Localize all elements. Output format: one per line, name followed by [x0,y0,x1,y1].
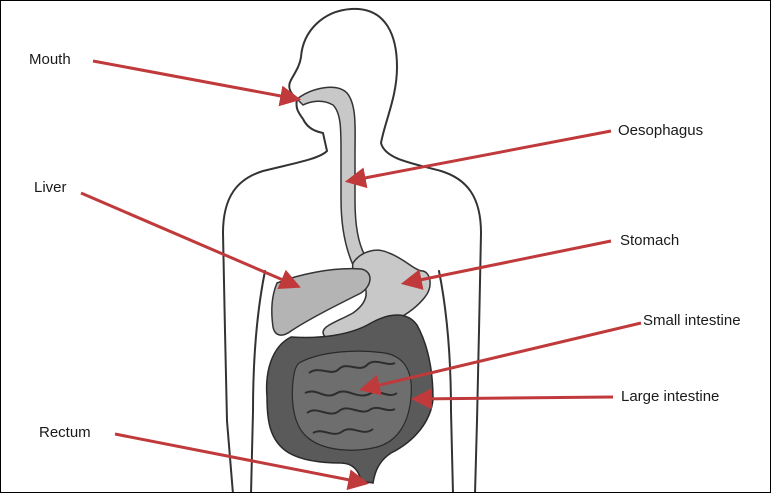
label-liver: Liver [34,180,67,195]
label-small-intestine: Small intestine [643,313,741,328]
oesophagus-arrow [349,131,611,181]
large-intestine-arrow [415,397,613,399]
label-rectum: Rectum [39,425,91,440]
label-stomach: Stomach [620,233,679,248]
stomach-arrow [405,241,611,283]
mouth-arrow [93,61,297,99]
small-intestine-shape [292,351,411,450]
label-large-intestine: Large intestine [621,389,719,404]
label-oesophagus: Oesophagus [618,123,703,138]
liver-arrow [81,193,297,286]
oesophagus-shape [297,87,367,265]
label-mouth: Mouth [29,52,71,67]
